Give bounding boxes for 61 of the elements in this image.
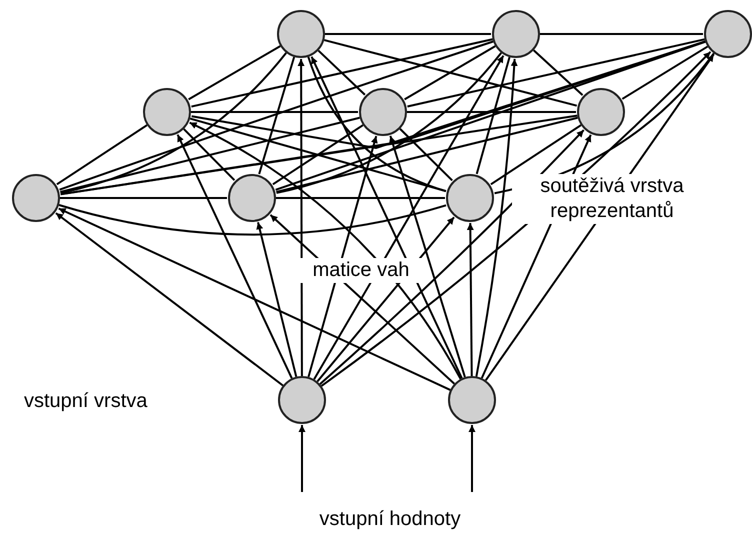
connection-line bbox=[407, 38, 705, 108]
arrow bbox=[58, 208, 451, 391]
connection-line bbox=[490, 124, 582, 186]
connection-line bbox=[191, 40, 706, 150]
arrow bbox=[319, 129, 584, 385]
connection-line bbox=[60, 197, 227, 199]
connection-line bbox=[404, 45, 496, 100]
arrow bbox=[313, 55, 504, 380]
arrow bbox=[256, 222, 298, 377]
connection-line bbox=[60, 116, 360, 193]
neuron-circle bbox=[704, 10, 752, 58]
connection-line bbox=[183, 128, 236, 181]
arrow bbox=[468, 425, 476, 492]
neuron-circle bbox=[228, 174, 276, 222]
connection-line bbox=[622, 46, 708, 100]
arrow bbox=[176, 134, 293, 379]
arrow bbox=[189, 122, 462, 380]
neuron-circle bbox=[278, 376, 326, 424]
connection-line bbox=[188, 45, 281, 100]
neuron-circle bbox=[577, 88, 625, 136]
connection-line bbox=[56, 124, 148, 186]
connection-line bbox=[60, 40, 706, 196]
arrow bbox=[298, 59, 305, 376]
arrow bbox=[308, 136, 378, 378]
connection-line bbox=[276, 116, 578, 193]
connection-line bbox=[272, 124, 364, 186]
arrow bbox=[310, 56, 463, 379]
neuron-circle bbox=[143, 88, 191, 136]
arrow bbox=[475, 58, 518, 377]
connection-line bbox=[324, 39, 578, 107]
connection-line bbox=[258, 56, 296, 174]
connection-line bbox=[276, 197, 445, 199]
neuron-circle bbox=[277, 10, 325, 58]
layer-label: vstupní vrstva bbox=[23, 389, 148, 414]
connection-line bbox=[60, 52, 287, 194]
connection-line bbox=[325, 33, 491, 35]
connection-line bbox=[60, 114, 578, 196]
connection-line bbox=[59, 40, 494, 191]
neuron-circle bbox=[446, 174, 494, 222]
arrow bbox=[466, 223, 474, 376]
neuron-circle bbox=[12, 174, 60, 222]
connection-line bbox=[275, 40, 706, 191]
connection-line bbox=[190, 118, 446, 192]
connection-line bbox=[476, 56, 510, 174]
arrow bbox=[55, 212, 284, 386]
connection-line bbox=[399, 128, 453, 182]
arrow bbox=[298, 425, 306, 492]
connection-line bbox=[407, 111, 576, 113]
neuron-circle bbox=[448, 376, 496, 424]
connection-line bbox=[533, 49, 584, 96]
arrow bbox=[389, 136, 466, 378]
layer-label: vstupní hodnoty bbox=[318, 507, 462, 532]
connection-line bbox=[318, 50, 366, 96]
connection-line bbox=[307, 56, 446, 192]
neuron-circle bbox=[492, 10, 540, 58]
connection-line bbox=[540, 33, 703, 35]
connection-line bbox=[191, 38, 493, 108]
connection-line bbox=[276, 52, 502, 194]
neuron-circle bbox=[359, 88, 407, 136]
connection-line bbox=[58, 204, 446, 236]
connection-line bbox=[191, 111, 358, 113]
